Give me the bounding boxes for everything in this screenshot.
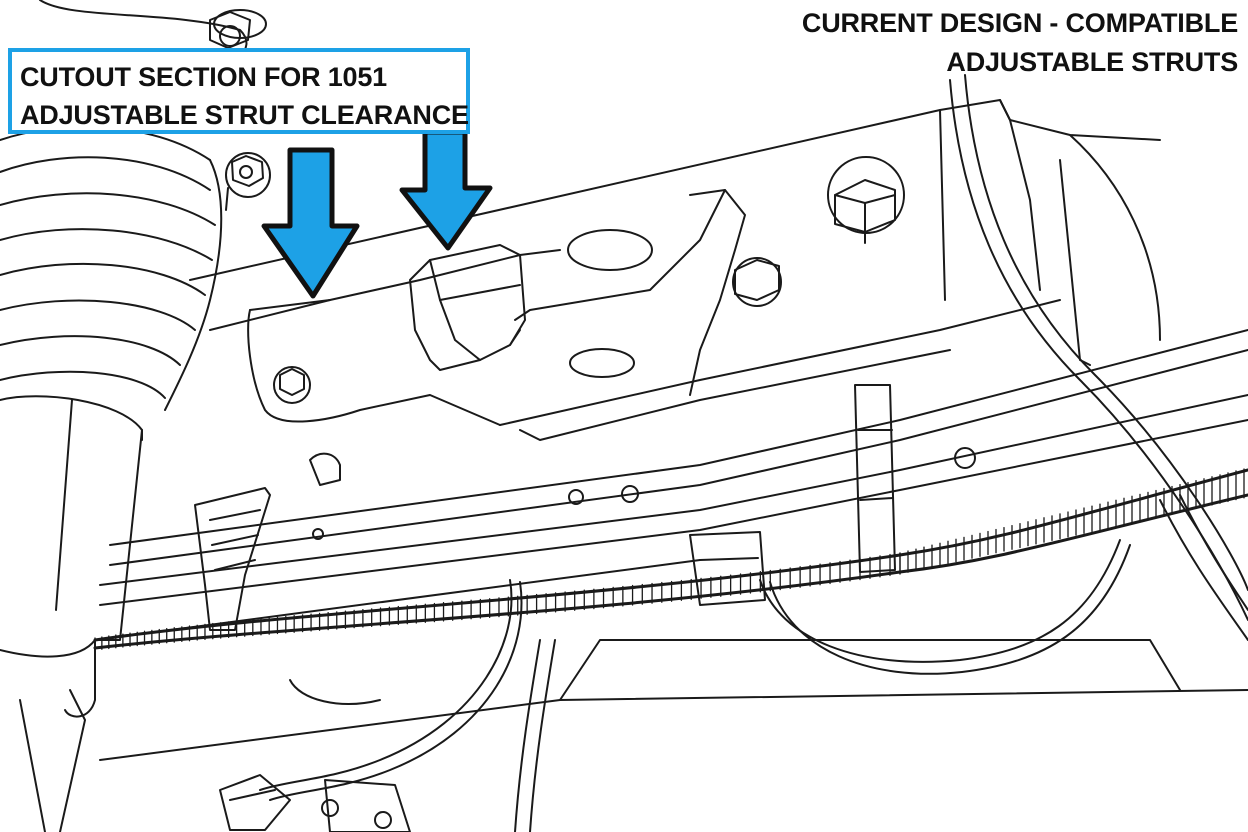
line-clips [194,384,896,631]
lower-connector [99,639,1248,832]
wire-harness-conduit [93,468,1248,651]
arrow-down-left [261,147,360,299]
cutout-callout-box: CUTOUT SECTION FOR 1051 ADJUSTABLE STRUT… [8,48,470,134]
arrow-down-right [399,129,493,251]
callout-line-1: CUTOUT SECTION FOR 1051 [20,62,387,92]
callout-line-2: ADJUSTABLE STRUT CLEARANCE [20,100,469,130]
strut-mount-bolts [209,11,271,211]
heading-line-1: CURRENT DESIGN - COMPATIBLE [801,8,1238,38]
heading-line-2: ADJUSTABLE STRUTS [946,47,1238,77]
loose-wires [259,74,1248,832]
design-heading: CURRENT DESIGN - COMPATIBLE ADJUSTABLE S… [802,4,1238,82]
